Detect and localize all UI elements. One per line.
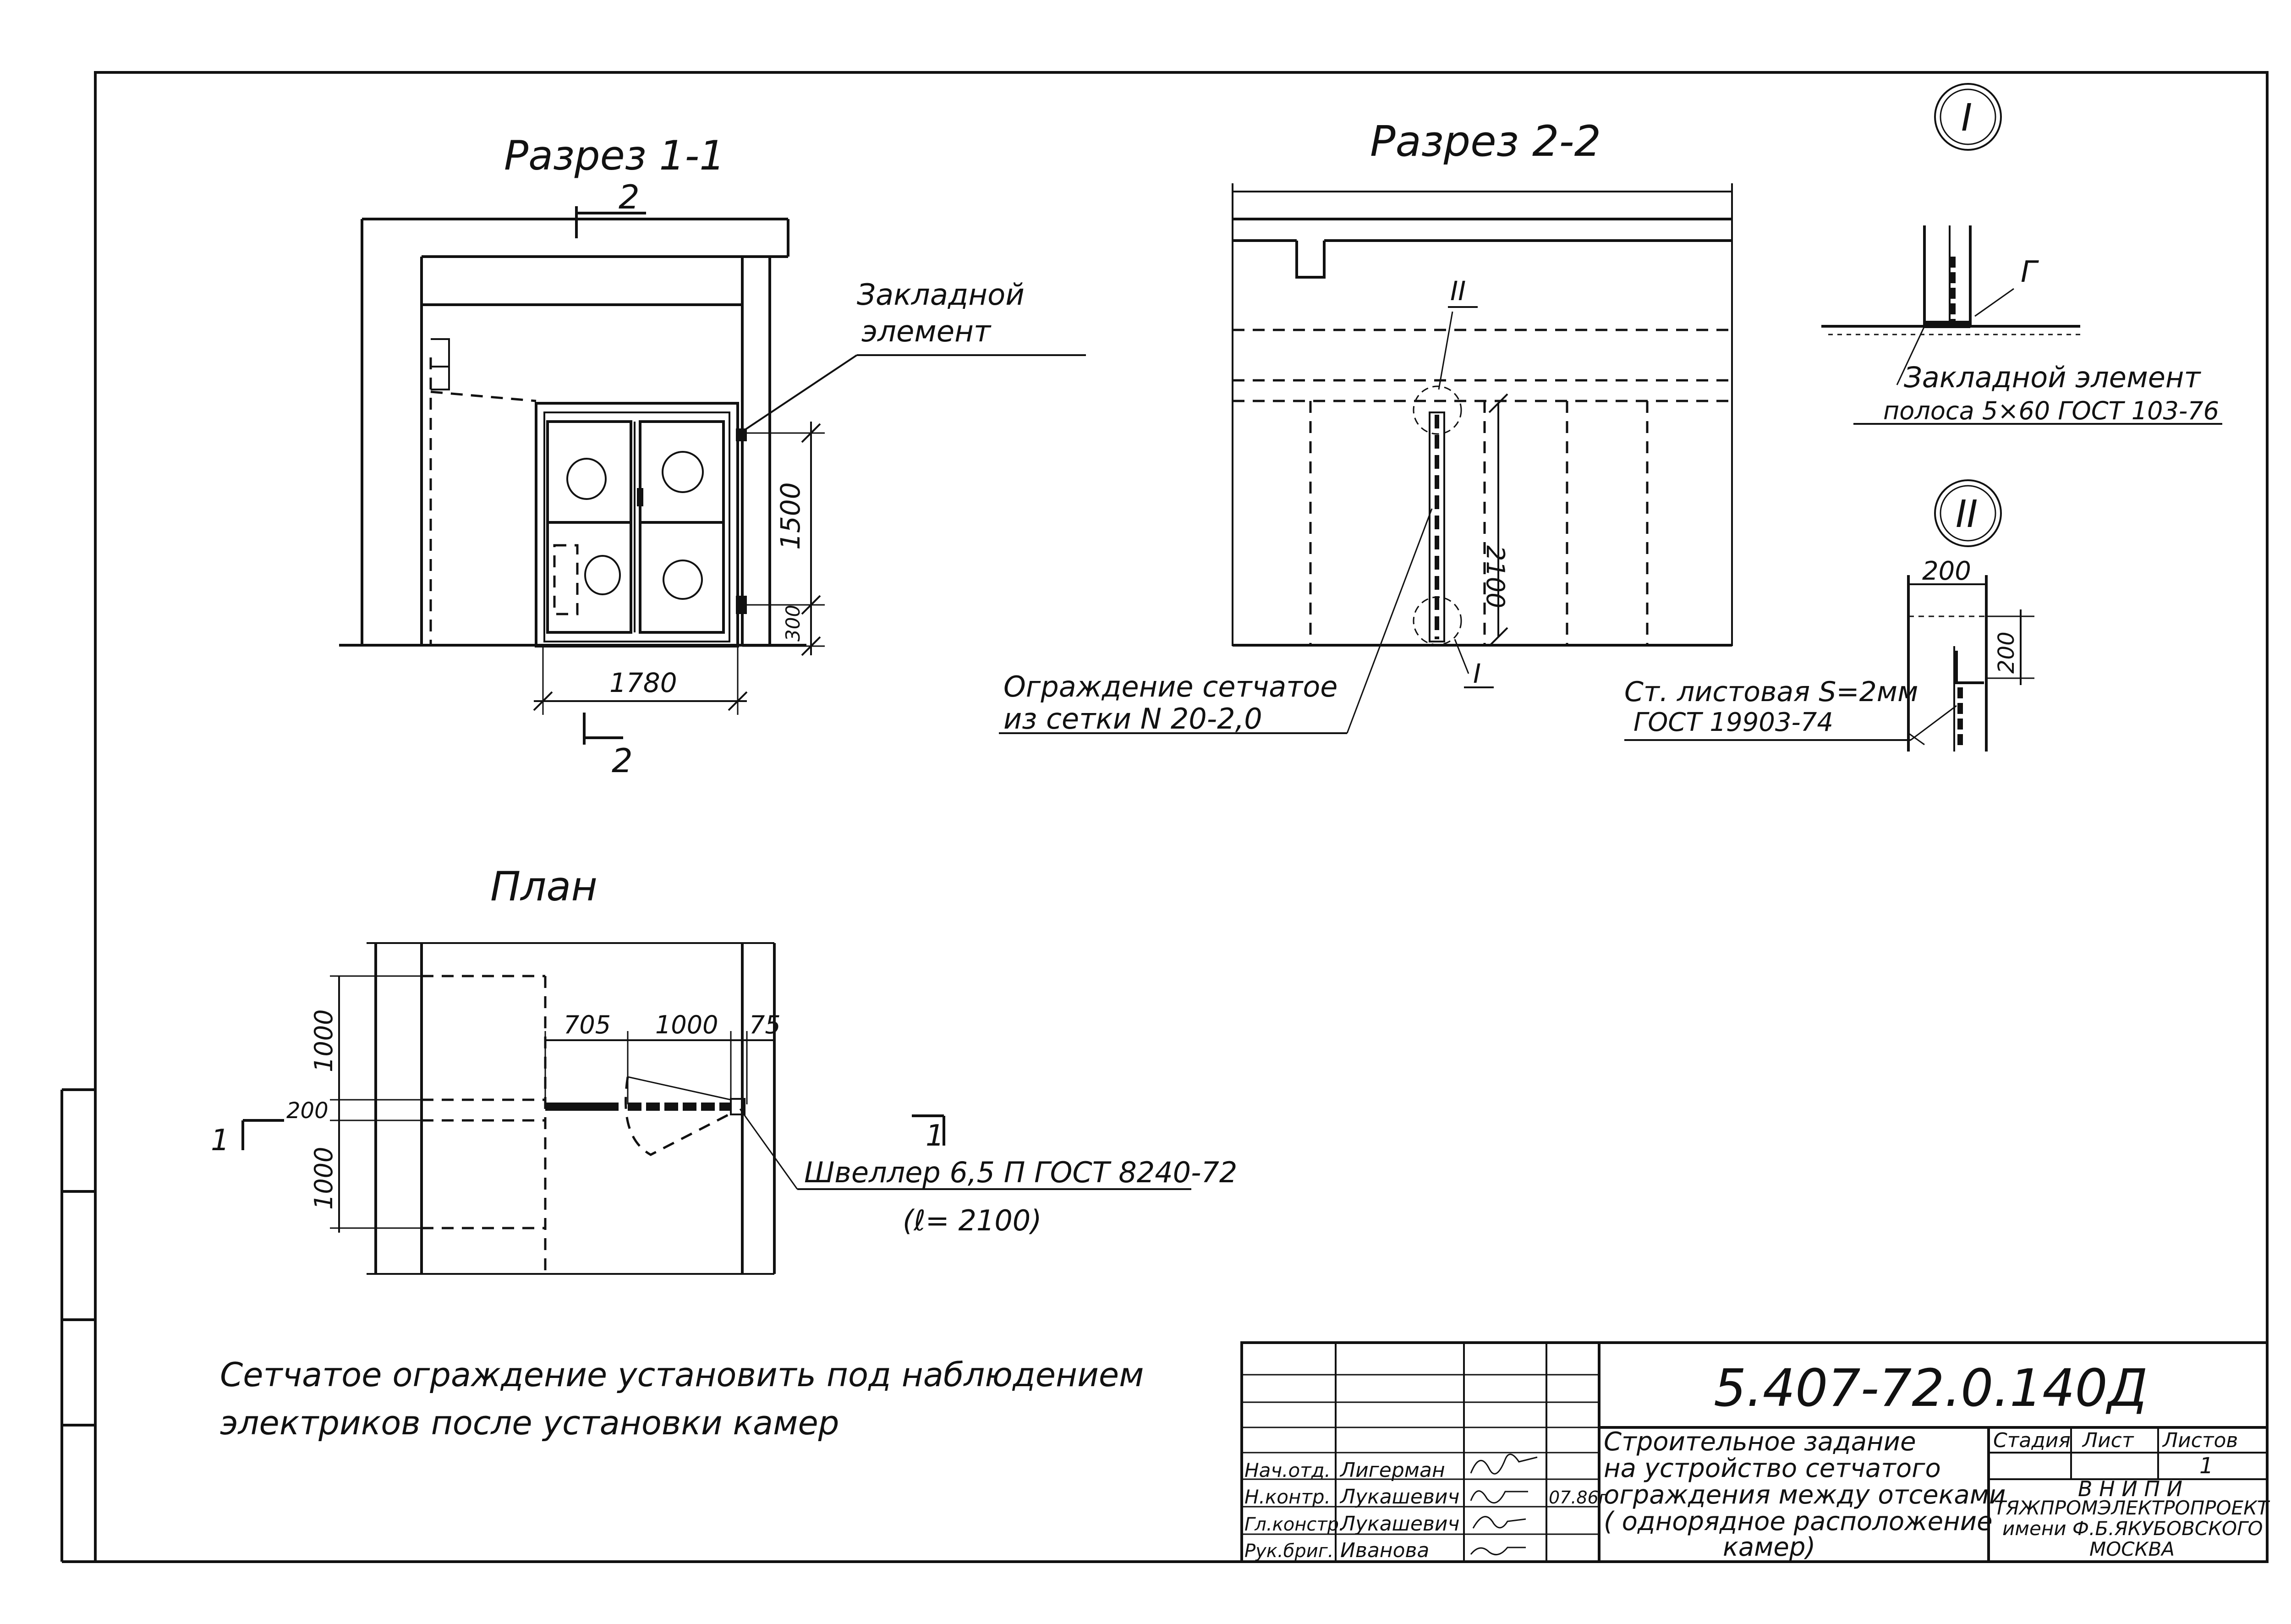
role-0: Нач.отд.: [1244, 1459, 1331, 1481]
mesh-patch: [663, 560, 703, 600]
detail-ii-mark: II: [1956, 493, 1978, 536]
detail-i-mark: I: [1961, 96, 1972, 140]
plan-dim-1000: 1000: [655, 1010, 718, 1039]
role-2: Гл.констр.: [1244, 1514, 1345, 1535]
col-sheet: Лист: [2082, 1429, 2134, 1452]
drawing-frame: [60, 71, 2269, 1563]
detail-i-letter: Г: [2021, 255, 2039, 289]
detail-ii-dim-w: 200: [1922, 556, 1971, 586]
cut-mark-bottom-2: 2: [612, 741, 633, 780]
name-3: Иванова: [1340, 1539, 1429, 1562]
org-line-4: МОСКВА: [2089, 1538, 2175, 1560]
fence-label-2: из сетки N 20-2,0: [1003, 702, 1262, 735]
cut-mark-top-2: 2: [619, 178, 640, 216]
section-1-title: Разрез 1-1: [504, 132, 725, 179]
mesh-patch: [566, 458, 607, 500]
general-note: Сетчатое ограждение установить под наблю…: [220, 1355, 1144, 1442]
doc-title-2: на устройство сетчатого: [1604, 1454, 1941, 1483]
detail-ii-marker: [1934, 479, 2002, 547]
plan-dim-left-1000b: 1000: [309, 1147, 338, 1210]
name-0: Лигерман: [1339, 1459, 1445, 1482]
note-line-2: электриков после установки камер: [220, 1404, 839, 1442]
org-line-2: ТЯЖПРОМЭЛЕКТРОПРОЕКТ: [1994, 1497, 2270, 1519]
dim-1500: 1500: [775, 482, 806, 550]
plan-cut-left: 1: [211, 1124, 230, 1158]
plan-dim-left-1000a: 1000: [309, 1010, 338, 1072]
detail-ii-label-1: Ст. листовая S=2мм: [1624, 676, 1918, 708]
dim-1780: 1780: [609, 667, 677, 698]
name-1: Лукашевич: [1339, 1485, 1460, 1509]
dim-300: 300: [782, 605, 804, 642]
signature: [1470, 1454, 1538, 1475]
detail-ii: II 200 200 Ст. листовая S=2мм ГОСТ 19903…: [1624, 479, 2034, 752]
doc-title-1: Строительное задание: [1604, 1427, 1916, 1457]
mesh-patch: [662, 451, 704, 493]
embedded-label-1: Закладной: [857, 278, 1025, 312]
dim-2100: 2100: [1481, 545, 1510, 608]
detail-ii-label-2: ГОСТ 19903-74: [1633, 708, 1833, 737]
embedded-label-2: элемент: [861, 315, 992, 349]
detail-i-label-2: полоса 5×60 ГОСТ 103-76: [1883, 396, 2219, 425]
date: 07.86г: [1549, 1487, 1608, 1508]
title-block: 5.407-72.0.140Д Строительное задание на …: [1240, 1341, 2270, 1563]
plan-title: План: [490, 863, 597, 910]
col-stage: Стадия: [1993, 1429, 2071, 1452]
plan-cut-right: 1: [926, 1119, 944, 1153]
section-2-2: Разрез 2-2 II I 2100 Огр: [999, 117, 1733, 735]
doc-number: 5.407-72.0.140Д: [1714, 1359, 2148, 1418]
note-line-1: Сетчатое ограждение установить под наблю…: [220, 1355, 1144, 1394]
fence-label-1: Ограждение сетчатое: [1003, 670, 1337, 703]
col-sheets: Листов: [2162, 1429, 2238, 1452]
detail-mark-ii: II: [1450, 275, 1466, 307]
doc-title-5: камер): [1723, 1532, 1815, 1562]
role-3: Рук.бриг.: [1244, 1541, 1333, 1562]
plan-dim-705: 705: [564, 1010, 611, 1039]
org-line-1: В Н И П И: [2078, 1476, 2182, 1501]
plan-dim-left-200: 200: [286, 1098, 329, 1124]
section-1-1: Разрез 1-1 2: [339, 132, 1086, 780]
detail-mark-i: I: [1473, 658, 1481, 689]
plan: План 705 1000 75 1000 200 1000: [211, 863, 1237, 1275]
detail-i-marker: [1934, 83, 2002, 151]
channel-length: (ℓ= 2100): [903, 1204, 1041, 1237]
detail-i-label-1: Закладной элемент: [1904, 361, 2201, 394]
doc-title-4: ( однорядное расположение: [1604, 1507, 1993, 1536]
detail-i: I Г Закладной элемент полоса 5×60 ГОСТ 1…: [1821, 83, 2222, 425]
signature: [1470, 1490, 1528, 1503]
sheet-value: 1: [2199, 1453, 2214, 1479]
section-2-title: Разрез 2-2: [1370, 117, 1601, 166]
plan-dim-75: 75: [749, 1010, 781, 1039]
org-line-3: имени Ф.Б.ЯКУБОВСКОГО: [2002, 1517, 2263, 1540]
role-1: Н.контр.: [1244, 1486, 1331, 1508]
mesh-patch: [584, 555, 621, 595]
signature: [1470, 1547, 1526, 1556]
name-2: Лукашевич: [1339, 1512, 1460, 1536]
signature: [1472, 1516, 1526, 1529]
detail-ii-dim-h: 200: [1994, 631, 2019, 674]
channel-label: Швеллер 6,5 П ГОСТ 8240-72: [804, 1156, 1237, 1189]
doc-title-3: ограждения между отсеками: [1604, 1480, 2006, 1510]
